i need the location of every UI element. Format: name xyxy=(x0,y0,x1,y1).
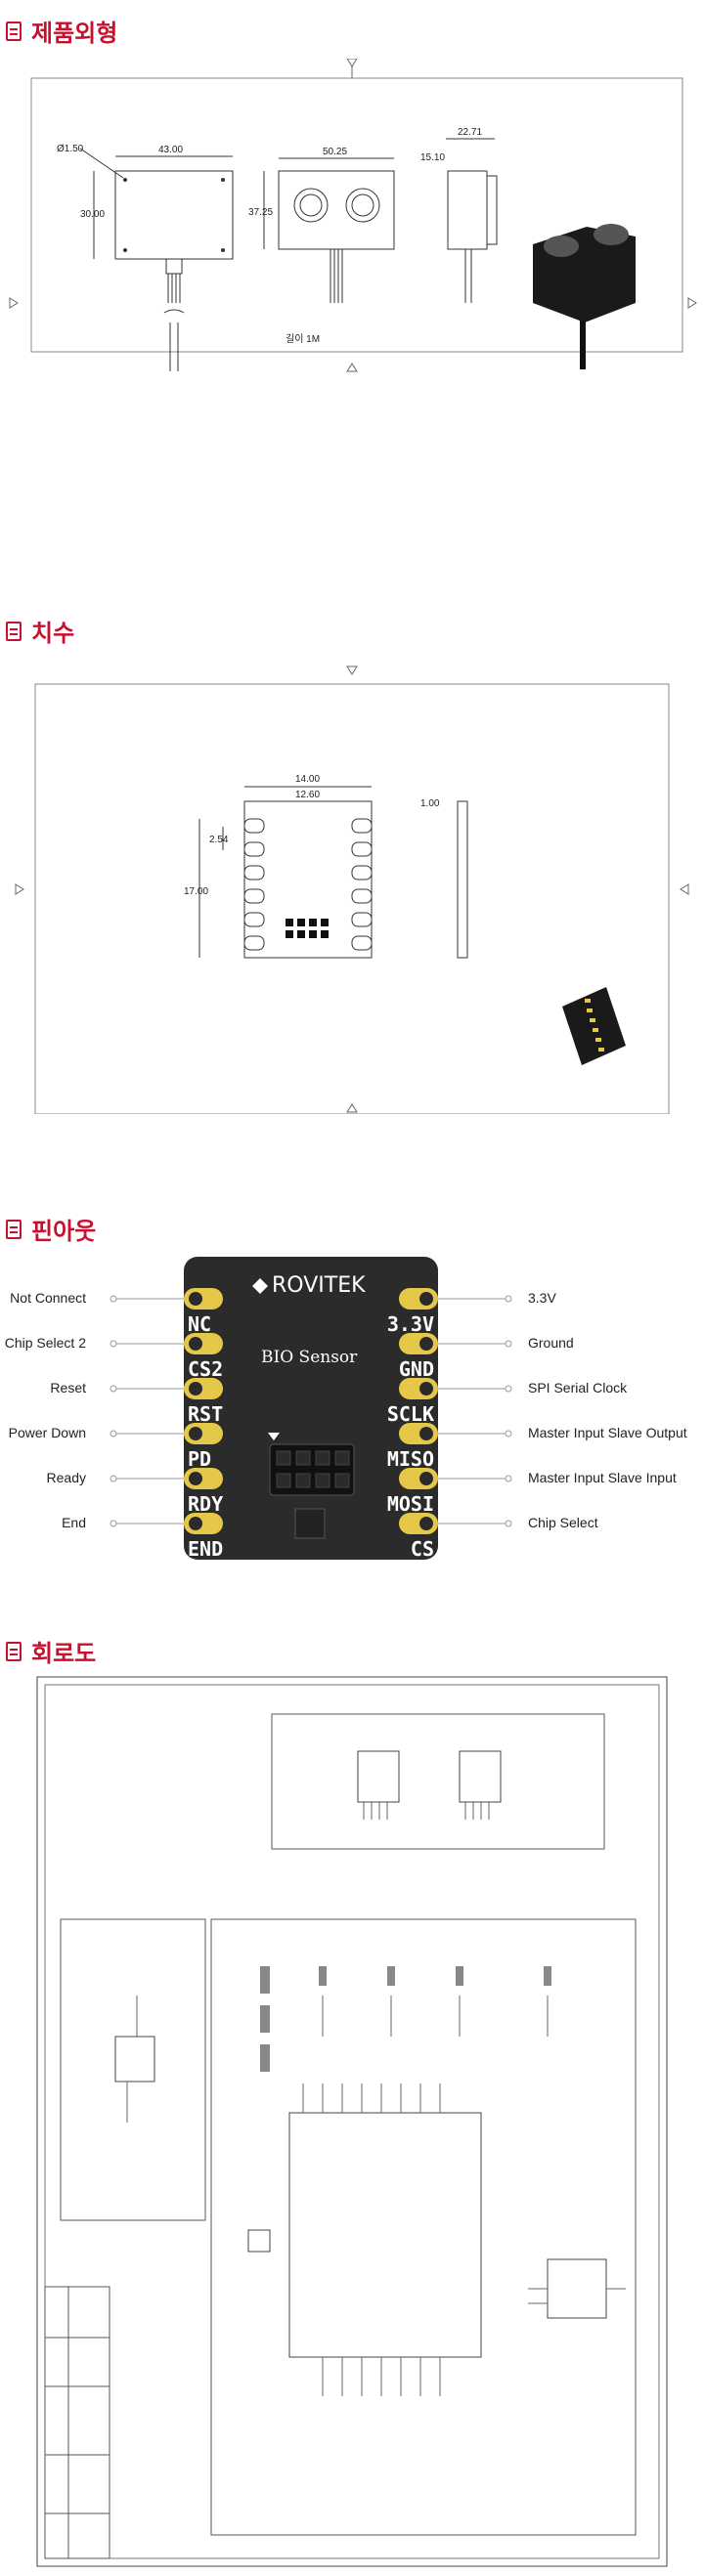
pin-desc-left-5: End xyxy=(62,1515,86,1530)
board-pin-end: END xyxy=(188,1537,223,1561)
section-title-appearance-label: 제품외형 xyxy=(31,20,118,47)
pin-desc-left-2: Reset xyxy=(50,1380,86,1395)
pin-desc-right-0: 3.3V xyxy=(528,1290,556,1306)
board-pin-cs: CS xyxy=(411,1537,434,1561)
dim-height: 17.00 xyxy=(184,886,208,897)
dim-w3: 22.71 xyxy=(458,127,482,138)
board-pin-gnd: GND xyxy=(399,1357,434,1381)
document-icon xyxy=(6,21,22,41)
dim-pitch: 2.54 xyxy=(209,835,229,845)
pin-desc-left-0: Not Connect xyxy=(10,1290,86,1306)
pin-desc-right-3: Master Input Slave Output xyxy=(528,1425,687,1440)
board-pin-mosi: MOSI xyxy=(387,1492,434,1516)
board-pin-33v: 3.3V xyxy=(387,1312,434,1336)
dim-w-outer: 14.00 xyxy=(295,774,320,785)
pin-desc-left-1: Chip Select 2 xyxy=(4,1335,86,1351)
board-pin-cs2: CS2 xyxy=(188,1357,223,1381)
document-icon xyxy=(6,621,22,641)
dimension-drawing: 14.00 12.60 17.00 2.54 1.00 xyxy=(15,665,689,1114)
pin-desc-right-5: Chip Select xyxy=(528,1515,598,1530)
document-icon xyxy=(6,1641,22,1661)
dim-w-inner: 12.60 xyxy=(295,790,320,800)
board-pin-rst: RST xyxy=(188,1402,223,1426)
dim-h1: 30.00 xyxy=(80,209,105,220)
board-pin-rdy: RDY xyxy=(188,1492,223,1516)
section-title-pinout: 핀아웃 xyxy=(6,1212,96,1246)
dim-d1: Ø1.50 xyxy=(57,144,84,154)
pin-desc-right-1: Ground xyxy=(528,1335,574,1351)
section-title-dimension: 치수 xyxy=(6,614,74,648)
circuit-schematic xyxy=(36,1676,668,2567)
dim-d3: 15.10 xyxy=(420,152,445,163)
dim-thick: 1.00 xyxy=(420,798,440,809)
section-title-dimension-label: 치수 xyxy=(31,620,75,647)
board-brand: ROVITEK xyxy=(272,1273,366,1298)
dim-w2: 50.25 xyxy=(323,147,347,157)
pin-desc-left-3: Power Down xyxy=(8,1425,86,1440)
section-title-circuit: 회로도 xyxy=(6,1634,96,1668)
section-title-pinout-label: 핀아웃 xyxy=(31,1218,97,1245)
pin-desc-right-2: SPI Serial Clock xyxy=(528,1380,628,1395)
rovitek-logo-icon xyxy=(252,1278,268,1294)
document-icon xyxy=(6,1219,22,1239)
pin-desc-left-4: Ready xyxy=(46,1470,86,1485)
board-name: BIO Sensor xyxy=(261,1348,358,1367)
section-title-circuit-label: 회로도 xyxy=(31,1640,97,1667)
board-pin-miso: MISO xyxy=(387,1447,434,1471)
appearance-drawing: Ø1.50 43.00 30.00 50.25 37.25 길이 1M 22.7… xyxy=(9,59,697,372)
pinout-board: ROVITEK BIO Sensor NC CS2 RST PD RDY END… xyxy=(110,1257,512,1561)
section-title-appearance: 제품외형 xyxy=(6,14,117,48)
dim-w1: 43.00 xyxy=(158,145,183,155)
pin-desc-right-4: Master Input Slave Input xyxy=(528,1470,677,1485)
dim-cable: 길이 1M xyxy=(286,332,320,345)
dim-h2: 37.25 xyxy=(248,207,273,218)
board-pin-sclk: SCLK xyxy=(387,1402,434,1426)
board-pin-nc: NC xyxy=(188,1312,211,1336)
board-pin-pd: PD xyxy=(188,1447,211,1471)
